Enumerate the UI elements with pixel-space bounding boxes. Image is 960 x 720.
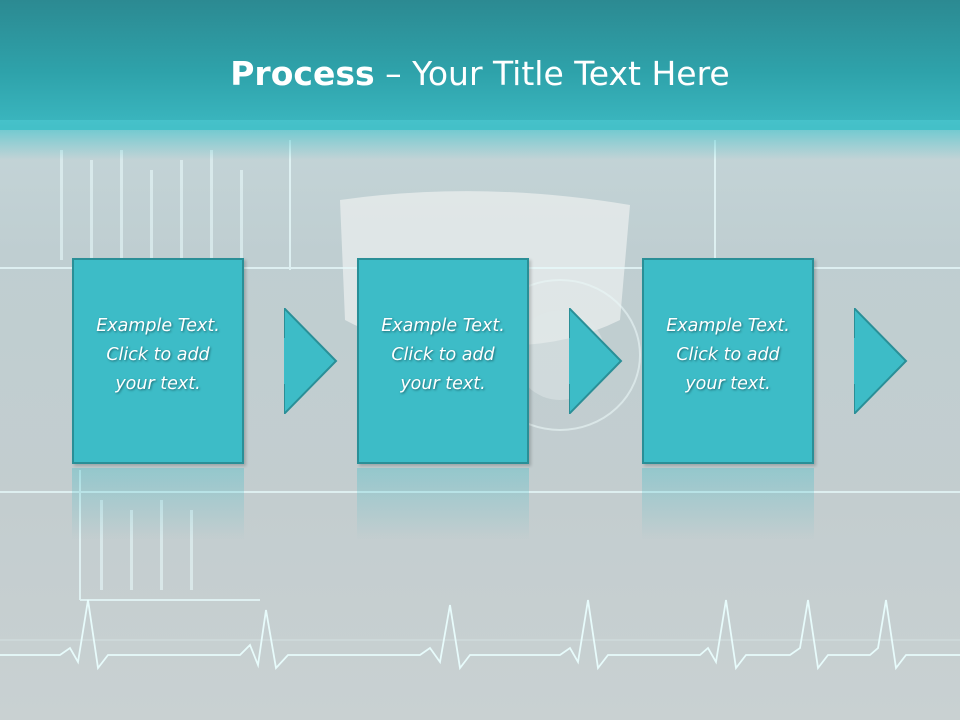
step-line: Click to add	[676, 345, 780, 365]
process-step-3-text[interactable]: Example Text. Click to add your text.	[644, 312, 812, 399]
step-line: Example Text.	[381, 316, 505, 336]
title-bold: Process	[230, 54, 375, 93]
process-step-2-reflection	[357, 468, 529, 540]
slide-title[interactable]: Process – Your Title Text Here	[0, 52, 960, 96]
title-rest: – Your Title Text Here	[374, 54, 730, 93]
process-step-3[interactable]: Example Text. Click to add your text.	[642, 258, 814, 464]
step-line: Example Text.	[96, 316, 220, 336]
step-line: your text.	[115, 374, 201, 394]
arrow-right-icon	[569, 308, 623, 414]
process-step-1-text[interactable]: Example Text. Click to add your text.	[74, 312, 242, 399]
process-step-2-text[interactable]: Example Text. Click to add your text.	[359, 312, 527, 399]
step-line: your text.	[685, 374, 771, 394]
process-step-3-reflection	[642, 468, 814, 540]
arrow-right-icon	[854, 308, 908, 414]
process-step-1-reflection	[72, 468, 244, 540]
process-step-1[interactable]: Example Text. Click to add your text.	[72, 258, 244, 464]
step-line: Click to add	[106, 345, 210, 365]
title-bar	[0, 0, 960, 130]
step-line: Click to add	[391, 345, 495, 365]
process-step-2[interactable]: Example Text. Click to add your text.	[357, 258, 529, 464]
step-line: your text.	[400, 374, 486, 394]
arrow-right-icon	[284, 308, 338, 414]
title-bar-fade	[0, 120, 960, 160]
step-line: Example Text.	[666, 316, 790, 336]
